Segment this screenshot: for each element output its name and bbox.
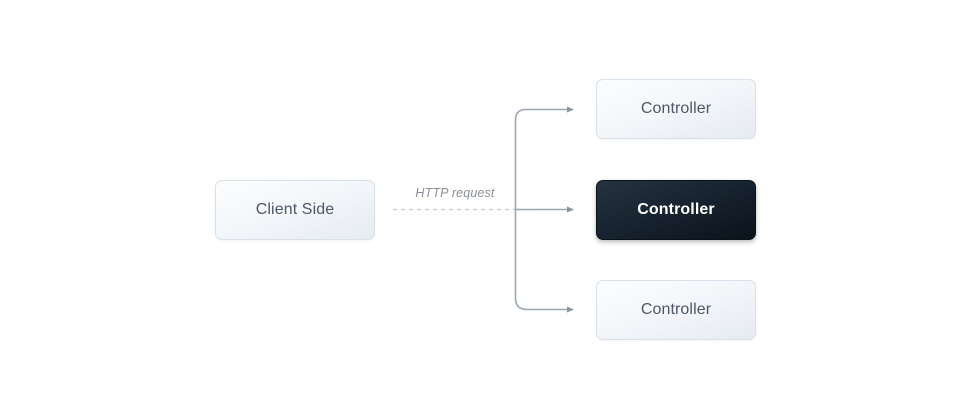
controller-node-bottom[interactable]: Controller xyxy=(596,280,756,340)
client-side-node[interactable]: Client Side xyxy=(215,180,375,240)
client-side-label: Client Side xyxy=(255,201,335,218)
branch-arrow-top xyxy=(514,106,574,121)
controller-label: Controller xyxy=(640,301,712,318)
controller-label: Controller xyxy=(637,201,715,218)
controller-node-top[interactable]: Controller xyxy=(596,79,756,139)
branch-arrow-bottom xyxy=(514,297,574,313)
http-request-label: HTTP request xyxy=(415,186,495,200)
controller-node-active[interactable]: Controller xyxy=(596,180,756,240)
controller-label: Controller xyxy=(640,100,712,117)
